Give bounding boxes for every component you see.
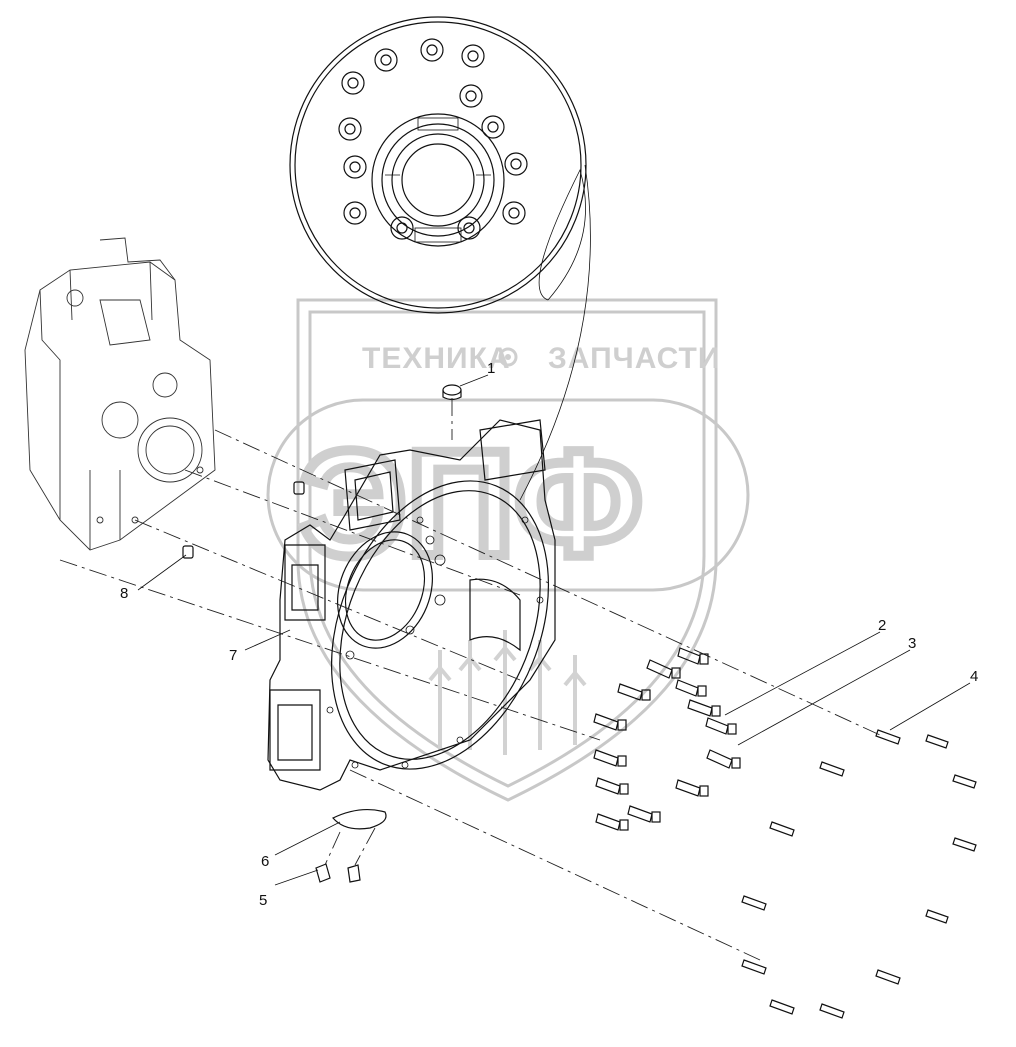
flywheel-housing: [267, 419, 556, 791]
assembly-lines: [59, 398, 881, 961]
plug-part-1: [442, 384, 462, 401]
callout-1: 1: [487, 360, 495, 377]
watermark: ТЕХНИКА ЗАПЧАСТИ ЭПФ: [266, 298, 750, 802]
long-bolts-parts-2-3: [593, 647, 741, 831]
callout-8: 8: [120, 585, 128, 602]
detail-view: [289, 16, 591, 501]
gear-icon: [498, 347, 518, 367]
callout-2: 2: [878, 617, 886, 634]
callout-3: 3: [908, 635, 916, 652]
wheat-emblem-icon: [428, 630, 587, 755]
dowel-pins-part-8: [182, 481, 305, 559]
leader-lines: [137, 374, 971, 886]
engine-block: [24, 237, 216, 551]
watermark-left-text: ТЕХНИКА: [362, 342, 511, 375]
bolt-heads: [338, 38, 528, 240]
cover-plate-part-6: [332, 808, 387, 830]
watermark-right-text: ЗАПЧАСТИ: [548, 342, 720, 375]
callout-labels: 1 2 3 4 5 6 7 8: [120, 360, 978, 909]
callout-4: 4: [970, 668, 978, 685]
callout-7: 7: [229, 647, 237, 664]
watermark-big-text: ЭПФ: [300, 419, 643, 587]
housing-bolt-holes: [326, 516, 544, 769]
callout-5: 5: [259, 892, 267, 909]
studs-part-4: [741, 729, 977, 1019]
callout-6: 6: [261, 853, 269, 870]
small-bolts-part-5: [315, 863, 361, 883]
